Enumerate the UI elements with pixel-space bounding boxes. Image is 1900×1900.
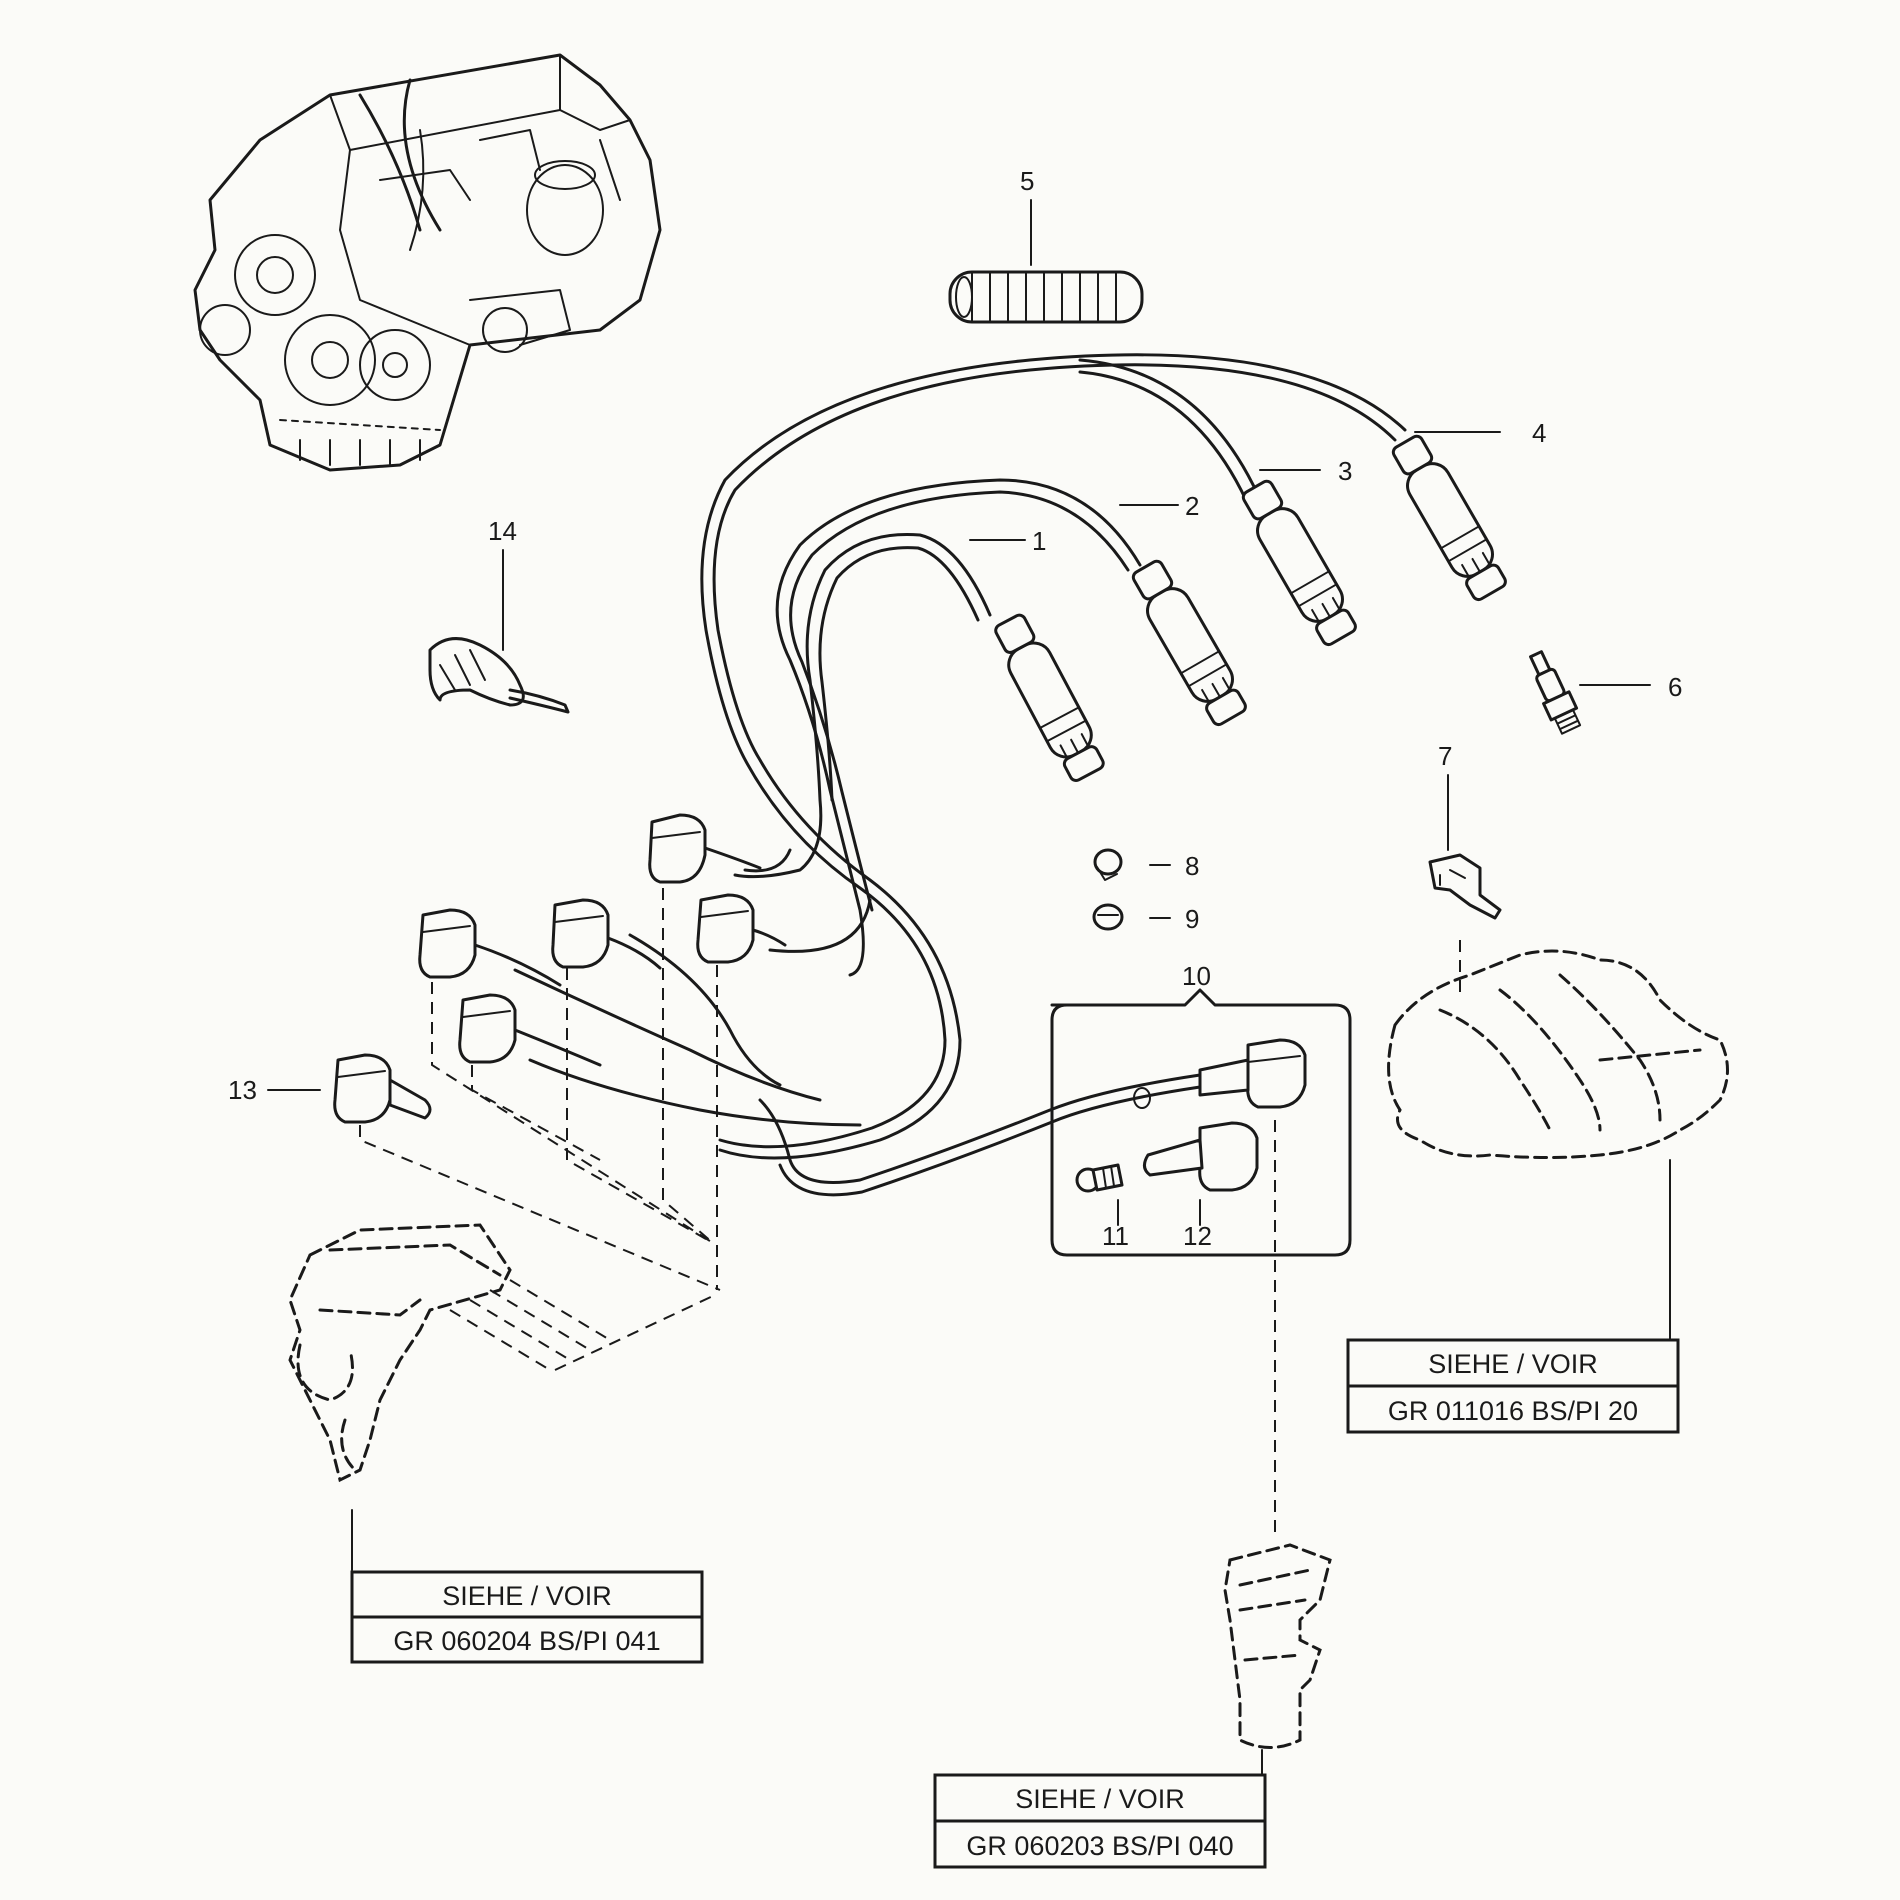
ignition-cable-harness [513, 353, 1407, 1197]
reference-heading: SIEHE / VOIR [1015, 1784, 1185, 1814]
reference-box-manifold: SIEHE / VOIR GR 011016 BS/PI 20 [1346, 1338, 1680, 1434]
leader-lines [267, 199, 1671, 1776]
plug-connector-part-1 [994, 613, 1105, 783]
callout-7: 7 [1438, 741, 1452, 771]
callout-6: 6 [1668, 672, 1682, 702]
boot-part-12 [1143, 1121, 1259, 1192]
corrugated-sleeve-part-5 [948, 270, 1144, 324]
callout-3: 3 [1338, 456, 1352, 486]
reference-heading: SIEHE / VOIR [1428, 1349, 1598, 1379]
callout-4: 4 [1532, 418, 1546, 448]
reference-box-distributor: SIEHE / VOIR GR 060203 BS/PI 040 [933, 1773, 1267, 1869]
screw-part-11 [1075, 1163, 1124, 1193]
intake-manifold-illustration [1387, 940, 1729, 1159]
distributor-illustration [1223, 1120, 1332, 1749]
clip-part-9 [1092, 903, 1124, 931]
plug-connector-part-2 [1131, 559, 1247, 727]
callout-1: 1 [1032, 526, 1046, 556]
reference-code: GR 060203 BS/PI 040 [966, 1831, 1233, 1861]
plug-connector-part-3 [1241, 479, 1357, 647]
callout-5: 5 [1020, 166, 1034, 196]
engine-block-illustration [193, 53, 662, 472]
reference-heading: SIEHE / VOIR [442, 1581, 612, 1611]
coil-boot-mid-center [551, 898, 662, 970]
coil-boot-top [648, 813, 762, 884]
kit-box-part-10 [1050, 988, 1352, 1257]
cable-tie-part-14 [428, 637, 570, 714]
distributor-boot-part-10 [1133, 1038, 1307, 1109]
spark-plug-part-6 [1529, 650, 1582, 735]
boot-part-13 [333, 1053, 432, 1124]
reference-box-coil: SIEHE / VOIR GR 060204 BS/PI 041 [350, 1570, 704, 1664]
reference-code: GR 011016 BS/PI 20 [1388, 1396, 1638, 1426]
coil-boot-mid-left [418, 908, 562, 987]
callout-labels: 5 1 2 3 4 6 7 8 9 10 11 12 13 14 [228, 166, 1682, 1251]
coil-boot-lower [458, 993, 602, 1067]
clip-part-8 [1093, 848, 1123, 881]
ignition-coil-illustration [288, 1223, 512, 1483]
callout-13: 13 [228, 1075, 257, 1105]
coil-assembly-dashed-lines [359, 888, 721, 1371]
callout-10: 10 [1182, 961, 1211, 991]
coil-boot-mid-right [696, 893, 787, 964]
callout-8: 8 [1185, 851, 1199, 881]
callout-11: 11 [1102, 1221, 1129, 1251]
bracket-part-7 [1428, 853, 1502, 920]
callout-12: 12 [1183, 1221, 1212, 1251]
plug-connector-part-4 [1391, 434, 1507, 602]
callout-14: 14 [488, 516, 517, 546]
callout-9: 9 [1185, 904, 1199, 934]
reference-code: GR 060204 BS/PI 041 [393, 1626, 660, 1656]
callout-2: 2 [1185, 491, 1199, 521]
